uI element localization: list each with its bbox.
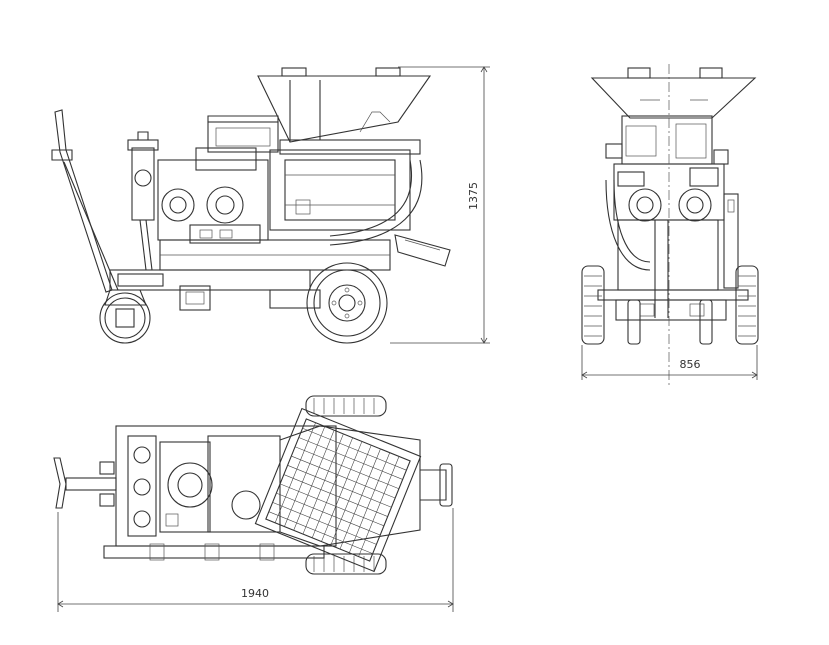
side-view-rear-wheel — [306, 262, 388, 344]
front-view-upper-body — [605, 115, 729, 165]
top-view — [53, 395, 453, 575]
length-value: 1940 — [241, 587, 269, 600]
front-view-pump — [605, 163, 725, 271]
front-view-front-caster — [627, 299, 713, 345]
side-view-front-wheel — [99, 289, 151, 344]
side-view-pump — [157, 115, 279, 244]
width-dimension: 856 — [581, 345, 758, 380]
side-view-hopper — [257, 67, 432, 143]
top-view-front-rail — [103, 543, 325, 561]
top-view-hopper-grid — [254, 407, 422, 573]
top-view-wheels — [305, 395, 387, 575]
width-value: 856 — [680, 358, 701, 371]
length-dimension: 1940 — [57, 508, 454, 612]
side-view-hose — [329, 159, 451, 267]
side-view-handle — [51, 109, 119, 293]
front-view — [581, 64, 759, 388]
front-view-right-wheel — [735, 265, 759, 345]
front-view-hopper — [590, 67, 757, 119]
height-value: 1375 — [467, 182, 480, 210]
side-view-chassis — [109, 239, 391, 311]
side-view — [51, 67, 451, 344]
front-view-left-wheel — [581, 265, 605, 345]
side-view-air-filter — [127, 131, 159, 271]
top-view-handle — [53, 457, 117, 509]
height-dimension: 1375 — [390, 66, 490, 344]
front-view-frame — [597, 193, 749, 321]
top-view-outlet — [420, 463, 453, 507]
side-view-body — [269, 139, 421, 231]
